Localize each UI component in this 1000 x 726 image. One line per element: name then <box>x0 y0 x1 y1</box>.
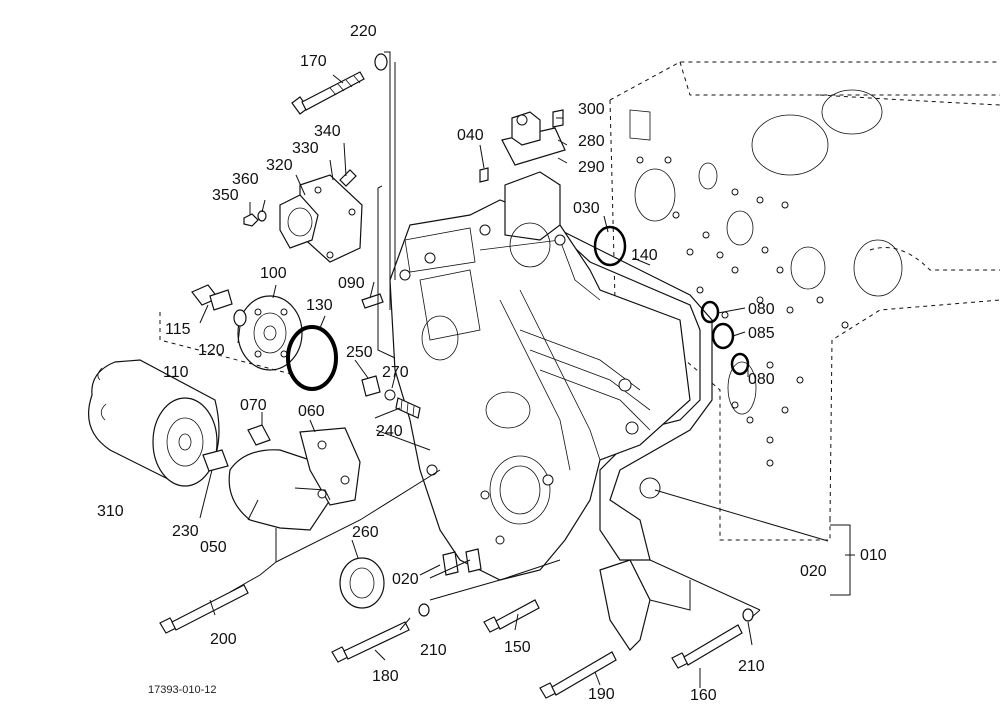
bolt-180 <box>331 621 410 663</box>
callout-130: 130 <box>306 297 333 314</box>
o-ring-080-upper <box>700 300 720 324</box>
callout-280: 280 <box>578 133 605 150</box>
bolt-150 <box>483 599 540 633</box>
callout-090: 090 <box>338 275 365 292</box>
bolt-190 <box>539 651 617 699</box>
callout-030: 030 <box>573 200 600 217</box>
callout-320: 320 <box>266 157 293 174</box>
bolt-170 <box>291 71 365 115</box>
callout-330: 330 <box>292 140 319 157</box>
callout-080-upper: 080 <box>748 301 775 318</box>
gear-case <box>389 199 691 581</box>
bolt-160 <box>671 624 743 669</box>
callout-050: 050 <box>200 539 227 556</box>
spring-plunger-set <box>361 375 421 419</box>
o-ring-130 <box>286 325 338 391</box>
lower-bracket <box>599 559 651 651</box>
callout-110: 110 <box>163 364 189 381</box>
callout-210-right: 210 <box>738 658 765 675</box>
relief-valve-115 <box>191 284 247 327</box>
filter-bracket <box>228 427 361 531</box>
washer-210-right <box>742 608 754 622</box>
callout-220: 220 <box>350 23 377 40</box>
callout-170: 170 <box>300 53 327 70</box>
bolt-200 <box>159 584 249 634</box>
callout-150: 150 <box>504 639 531 656</box>
callout-190: 190 <box>588 686 615 703</box>
washer-210-left <box>418 603 430 617</box>
callout-160: 160 <box>690 687 717 704</box>
callout-085: 085 <box>748 325 775 342</box>
thermostat-housing <box>279 169 363 263</box>
callout-230: 230 <box>172 523 199 540</box>
callout-270: 270 <box>382 364 409 381</box>
callout-070: 070 <box>240 397 267 414</box>
callout-060: 060 <box>298 403 325 420</box>
o-ring-085 <box>711 322 735 350</box>
callout-310: 310 <box>97 503 124 520</box>
nut-350-washer-360 <box>243 210 267 227</box>
callout-350: 350 <box>212 187 239 204</box>
plugs-020 <box>442 548 482 576</box>
callout-010: 010 <box>860 547 887 564</box>
callout-360: 360 <box>232 171 259 188</box>
callout-140: 140 <box>631 247 658 264</box>
callout-290: 290 <box>578 159 605 176</box>
callout-340: 340 <box>314 123 341 140</box>
pump-cover-100 <box>237 295 303 371</box>
o-ring-030 <box>593 225 627 267</box>
callout-210-left: 210 <box>420 642 447 659</box>
drawing-code: 17393-010-12 <box>148 684 217 696</box>
washer-220 <box>374 53 388 71</box>
callout-260: 260 <box>352 524 379 541</box>
o-ring-080-lower <box>730 352 750 376</box>
oil-seal <box>339 557 385 609</box>
callout-115: 115 <box>165 321 191 338</box>
callout-100: 100 <box>260 265 287 282</box>
bolt-090 <box>361 293 384 309</box>
oil-filter <box>88 359 220 487</box>
callout-080-lower: 080 <box>748 371 775 388</box>
callout-200: 200 <box>210 631 237 648</box>
bolt-070 <box>247 424 271 446</box>
callout-240: 240 <box>376 423 403 440</box>
callout-040: 040 <box>457 127 484 144</box>
nipple-230 <box>202 449 229 472</box>
callout-labels: 220 170 300 280 290 040 030 340 330 320 … <box>97 23 887 704</box>
callout-020-plugs: 020 <box>392 571 419 588</box>
callout-020-right: 020 <box>800 563 827 580</box>
callout-180: 180 <box>372 668 399 685</box>
callout-300: 300 <box>578 101 605 118</box>
engine-block <box>609 61 1000 541</box>
callout-120: 120 <box>198 342 225 359</box>
water-outlet-housing <box>479 109 566 268</box>
callout-250: 250 <box>346 344 373 361</box>
leader-lines <box>199 51 855 688</box>
